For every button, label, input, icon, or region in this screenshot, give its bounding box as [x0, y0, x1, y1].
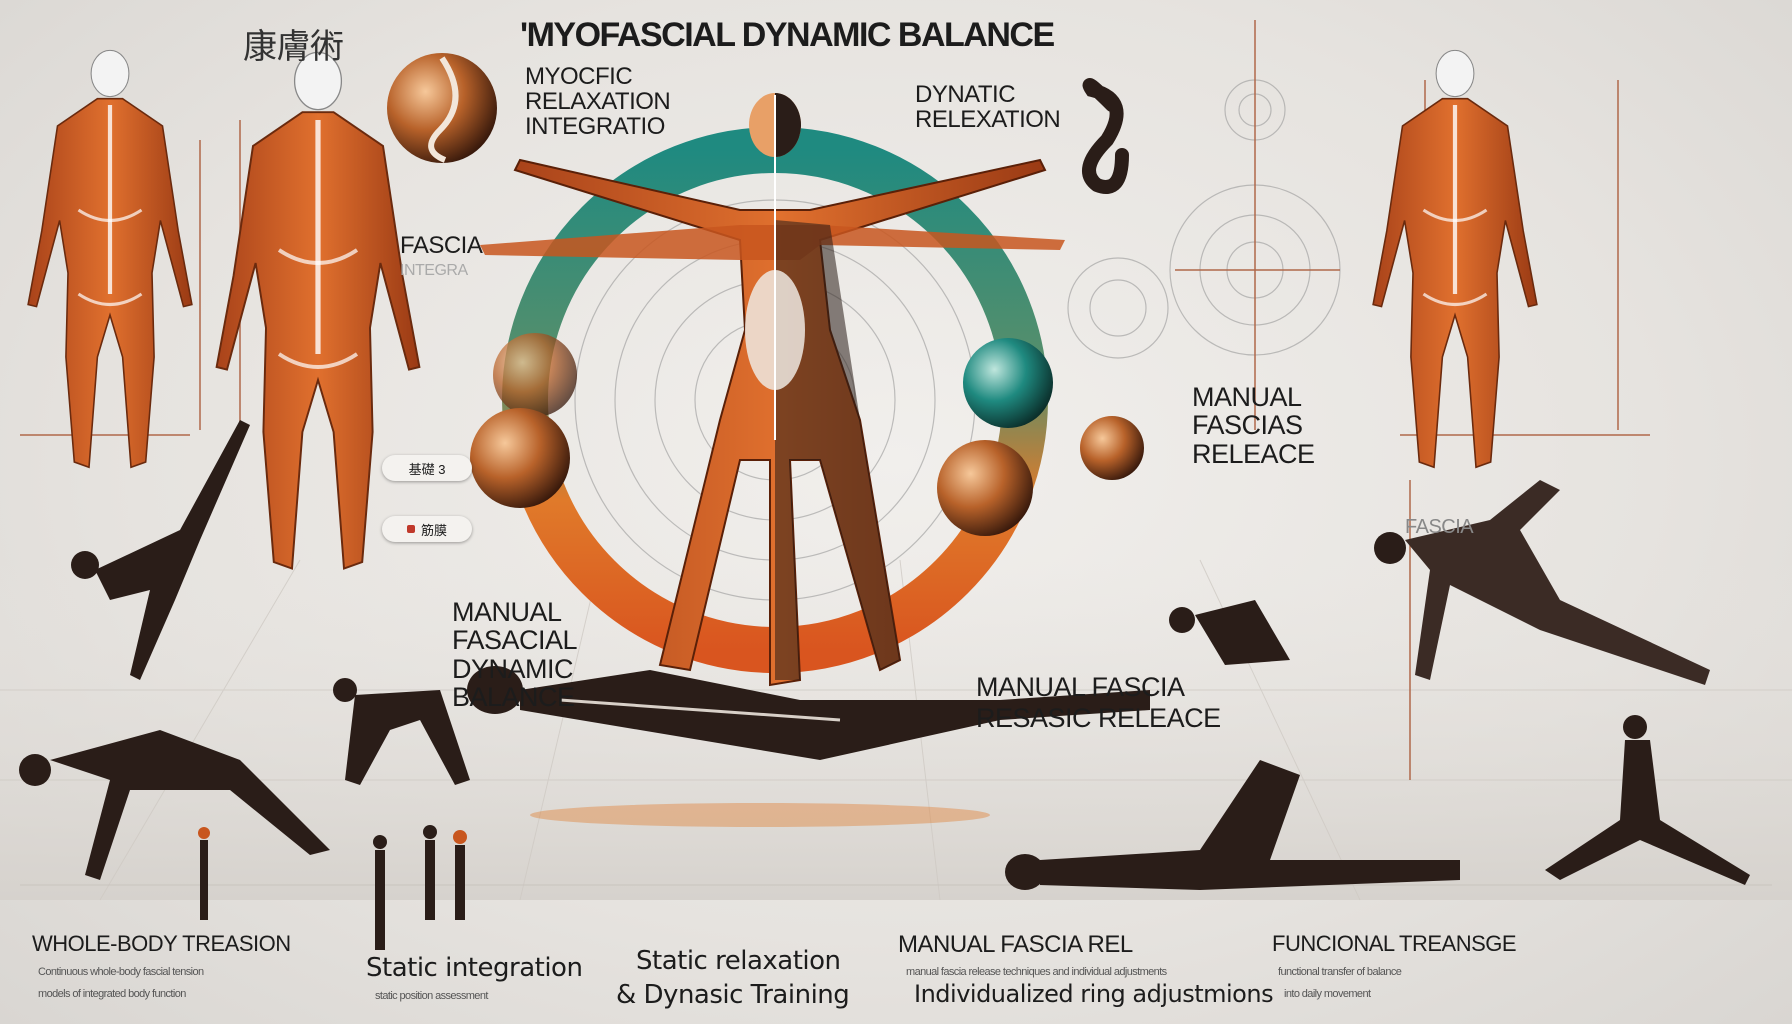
- label-line: MANUAL FASCIA: [976, 672, 1185, 702]
- sphere-orange: [493, 333, 577, 417]
- label-fascia-right: FASCIA: [1405, 516, 1474, 538]
- section-heading: & Dynasic Training: [616, 980, 850, 1010]
- sphere-orange: [937, 440, 1033, 536]
- label-integra: INTEGRA: [400, 262, 468, 279]
- anatomy-figure: [28, 50, 192, 467]
- label-line: RESASIC RELEACE: [976, 703, 1221, 734]
- section-heading: FUNCIONAL TREANSGE: [1272, 931, 1517, 956]
- label-manual-fascia-release: MANUAL FASCIA RESASIC RELEACE: [976, 672, 1221, 734]
- label-line: DYNATIC: [915, 81, 1016, 108]
- tag-pill[interactable]: 基礎 3: [382, 455, 472, 481]
- anatomy-figure: [217, 52, 420, 568]
- section-desc: Continuous whole-body fascial tension: [38, 966, 204, 978]
- anatomy-figure: [1373, 50, 1537, 467]
- label-line: INTEGRATIO: [525, 113, 665, 141]
- label-line: MYOCFIC: [525, 63, 633, 90]
- lying-figure-right: [1005, 760, 1460, 890]
- sphere-orange: [470, 408, 570, 508]
- label-fascia-left: FASCIA: [400, 232, 483, 259]
- section-heading: Individualized ring adjustmions: [914, 980, 1274, 1008]
- label-line: RELEACE: [1192, 438, 1315, 469]
- pill-label: 筋膜: [420, 522, 447, 538]
- page-title: 'MYOFASCIAL DYNAMIC BALANCE: [520, 16, 1055, 54]
- section-heading: Static integration: [366, 953, 583, 983]
- label-manual-fascias: MANUAL FASCIAS RELEACE: [1192, 383, 1315, 468]
- label-line: DYNAMIC: [452, 653, 574, 684]
- section-heading: WHOLE-BODY TREASION: [32, 931, 291, 956]
- section-desc: manual fascia release techniques and ind…: [906, 966, 1167, 978]
- section-desc: into daily movement: [1284, 988, 1371, 1000]
- lying-figure: [467, 666, 1150, 827]
- kanji-label: 康膚術: [243, 28, 344, 66]
- label-line: RELEXATION: [915, 106, 1061, 134]
- label-manual-fasacial: MANUAL FASACIAL DYNAMIC BALANCE: [452, 597, 578, 713]
- label-line: MANUAL: [1192, 382, 1302, 412]
- label-line: MANUAL: [452, 597, 562, 627]
- section-heading: Static relaxation: [636, 946, 841, 976]
- label-line: FASACIAL: [452, 625, 578, 656]
- label-line: RELAXATION: [525, 88, 671, 116]
- pill-label: 基礎 3: [408, 461, 446, 477]
- spiral-icon: [1082, 78, 1129, 194]
- section-heading: MANUAL FASCIA REL: [898, 931, 1133, 958]
- label-dynatic: DYNATIC RELEXATION: [915, 81, 1061, 134]
- tag-pill[interactable]: 筋膜: [382, 516, 472, 542]
- label-myocfic: MYOCFIC RELAXATION INTEGRATIO: [525, 63, 671, 141]
- stretching-figures: [19, 420, 1750, 950]
- label-line: BALANCE: [452, 682, 575, 713]
- section-desc: models of integrated body function: [38, 988, 186, 1000]
- floor-grid: [0, 559, 1792, 901]
- sphere-teal: [963, 338, 1053, 428]
- section-desc: static position assessment: [375, 990, 488, 1002]
- section-desc: functional transfer of balance: [1278, 966, 1402, 978]
- central-figure: [480, 93, 1065, 687]
- marker-icon: [406, 525, 415, 533]
- sphere-orange: [1080, 416, 1144, 480]
- sphere-orange: [387, 53, 497, 163]
- label-line: FASCIAS: [1192, 410, 1303, 441]
